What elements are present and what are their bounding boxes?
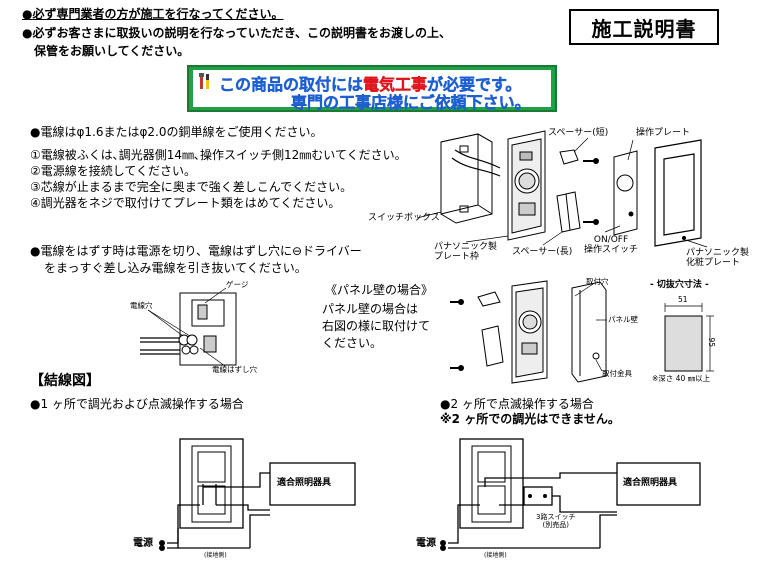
panel-body-3: ください。 — [322, 336, 383, 350]
notice-specialist: ●必ず専門業者の方が施工を行なってください。 — [22, 7, 284, 21]
document-title: 施工説明書 — [569, 9, 719, 45]
cutout-width: 51 — [678, 295, 688, 304]
cutout-drawing — [664, 303, 714, 372]
warning-line-1: この商品の取付には電気工事が必要です。 — [219, 75, 522, 94]
label-spacer-long: スペーサー(長) — [512, 247, 573, 257]
label-spacer-short: スペーサー(短) — [548, 128, 609, 138]
switch-box-drawing — [440, 133, 501, 224]
spacer-drawings — [556, 149, 581, 233]
wiring-case-1: ●1 ヶ所で調光および点滅操作する場合 — [30, 397, 244, 411]
warning-banner: この商品の取付には電気工事が必要です。 専門の工事店様にご依頼下さい。 — [187, 65, 557, 112]
label-switch-box: スイッチボックス — [368, 213, 440, 223]
panel-body-1: パネル壁の場合は — [322, 302, 419, 316]
label-onoff-switch: ON/OFF 操作スイッチ — [584, 235, 639, 256]
fixture-label-2: 適合照明器具 — [623, 478, 678, 488]
wire-spec: ●電線はφ1.6またはφ2.0の銅単線をご使用ください。 — [30, 125, 323, 139]
screw-drawings — [583, 158, 599, 225]
wiring-diagram-2 — [448, 438, 617, 549]
ground-label-2: (接地側) — [484, 552, 507, 559]
panel-heading: 《パネル壁の場合》 — [325, 283, 434, 297]
label-frame: パナソニック製 プレート枠 — [434, 242, 498, 263]
label-panel-wall: パネル壁 — [608, 315, 638, 324]
label-operation-plate: 操作プレート — [636, 128, 691, 138]
label-gauge: ゲージ — [226, 280, 249, 289]
step-4: ④調光器をネジで取付けてプレート類をはめてください。 — [30, 196, 341, 210]
operation-plate-drawing — [613, 150, 638, 236]
label-release-hole: 電線はずし穴 — [212, 365, 257, 374]
power-label-2: 電源 — [416, 538, 436, 549]
three-way-switch-label: 3路スイッチ (別売品) — [536, 513, 576, 530]
fixture-label-1: 適合照明器具 — [277, 478, 332, 488]
ground-label-1: (接地側) — [204, 552, 227, 559]
cutout-title: - 切抜穴寸法 - — [650, 280, 709, 290]
remove-wire-1: ●電線をはずす時は電源を切り、電線はずし穴に⊖ドライバー — [30, 244, 362, 258]
wrench-icon — [199, 73, 209, 89]
step-1: ①電線被ふくは､調光器側14㎜､操作スイッチ側12㎜むいてください。 — [30, 148, 407, 162]
wiring-diagram-1 — [167, 438, 270, 549]
dimmer-body-drawing — [507, 130, 546, 241]
power-label-1: 電源 — [133, 538, 153, 549]
notice-explain: ●必ずお客さまに取扱いの説明を行なっていただき、この説明書をお渡しの上、 — [22, 26, 452, 40]
fixture-box-1 — [269, 462, 356, 506]
panel-body-2: 右図の様に取付けて — [322, 319, 431, 333]
wiring-case-2-note: ※2 ヶ所での調光はできません。 — [440, 412, 620, 426]
step-2: ②電源線を接続してください。 — [30, 164, 197, 178]
notice-keep: 保管をお願いしてください。 — [34, 44, 190, 58]
wiring-case-2: ●2 ヶ所で点滅操作する場合 — [440, 397, 594, 411]
step-3: ③芯線が止まるまで完全に奥まで強く差しこんでください。 — [30, 180, 353, 194]
remove-wire-2: をまっすぐ差し込み電線を引き抜いてください。 — [44, 261, 307, 275]
label-wire-hole: 電線穴 — [130, 301, 153, 310]
fixture-box-2 — [616, 462, 701, 506]
cutout-depth-note: ※深さ 40 ㎜以上 — [652, 374, 711, 383]
label-mount-hole: 取付穴 — [586, 277, 609, 286]
warning-line-2: 専門の工事店様にご依頼下さい。 — [291, 93, 531, 112]
wiring-heading: 【結線図】 — [30, 373, 100, 389]
label-cosmetic-plate: パナソニック製 化粧プレート — [686, 248, 750, 269]
label-bracket: 取付金具 — [602, 369, 632, 378]
cosmetic-plate-drawing — [654, 139, 702, 247]
